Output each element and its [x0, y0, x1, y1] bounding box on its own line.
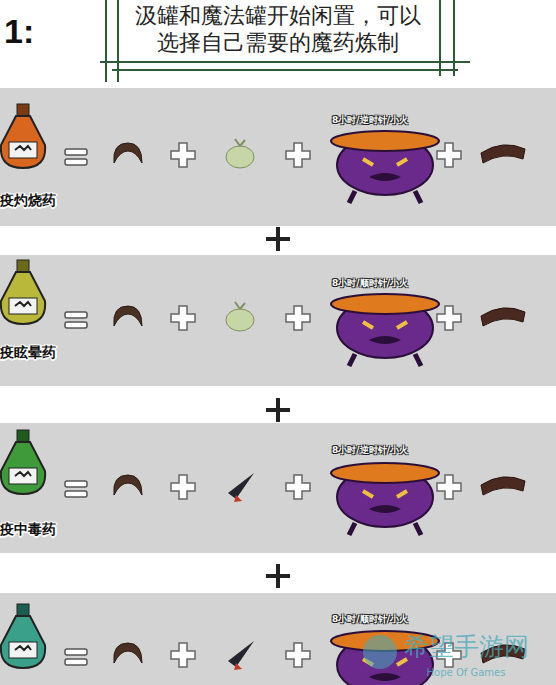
equals-sign	[65, 649, 87, 655]
potion-icon	[1, 104, 45, 168]
plus-sign	[286, 143, 310, 167]
equals-sign	[65, 481, 87, 487]
plus-sign	[437, 143, 461, 167]
row-band	[0, 88, 556, 226]
plus-sign	[171, 475, 195, 499]
plus-sign	[171, 643, 195, 667]
cauldron-icon	[331, 131, 439, 203]
bark-ingredient	[481, 308, 525, 326]
recipe-row	[1, 430, 525, 535]
cauldron-icon	[331, 294, 439, 366]
watermark-logo	[363, 635, 397, 669]
feather-ingredient	[114, 475, 142, 495]
row-band	[0, 423, 556, 553]
fang-ingredient	[228, 473, 254, 502]
row-plus	[266, 564, 290, 588]
equals-sign	[65, 159, 87, 165]
potion-name: 疫灼烧药	[0, 192, 56, 210]
heading-frame	[100, 0, 470, 82]
brew-setting: 8小时/顺时针/小火	[332, 277, 408, 290]
potion-icon	[1, 260, 45, 324]
recipe-row	[1, 104, 525, 203]
plus-sign	[171, 143, 195, 167]
potion-name: 疫中毒药	[0, 521, 56, 539]
herb-ingredient	[226, 302, 254, 331]
feather-ingredient	[114, 643, 142, 663]
note-text: 汲罐和魔法罐开始闲置，可以选择自己需要的魔药炼制	[128, 2, 428, 56]
bark-ingredient	[481, 145, 525, 163]
potion-icon	[1, 430, 45, 494]
brew-setting: 8小时/逆时针/小火	[332, 114, 408, 127]
recipe-row	[1, 260, 525, 366]
equals-sign	[65, 659, 87, 665]
note-box: 汲罐和魔法罐开始闲置，可以选择自己需要的魔药炼制	[122, 0, 434, 60]
feather-ingredient	[114, 306, 142, 326]
watermark: 希望手游网	[404, 630, 529, 663]
plus-sign	[286, 306, 310, 330]
equals-sign	[65, 322, 87, 328]
step-number: 1:	[4, 12, 34, 51]
equals-sign	[65, 491, 87, 497]
equals-sign	[65, 149, 87, 155]
plus-sign	[171, 306, 195, 330]
potion-icon	[1, 604, 45, 668]
plus-sign	[286, 475, 310, 499]
row-band	[0, 255, 556, 386]
brew-setting: 8小时/顺时针/小火	[332, 613, 408, 626]
herb-ingredient	[226, 139, 254, 168]
row-plus	[266, 227, 290, 251]
plus-sign	[286, 643, 310, 667]
plus-sign	[437, 306, 461, 330]
row-band	[0, 593, 556, 685]
row-plus	[266, 398, 290, 422]
watermark: Hope Of Games	[427, 667, 506, 678]
plus-sign	[437, 475, 461, 499]
fang-ingredient	[228, 641, 254, 670]
brew-setting: 8小时/逆时针/小火	[332, 444, 408, 457]
feather-ingredient	[114, 143, 142, 163]
bark-ingredient	[481, 477, 525, 495]
cauldron-icon	[331, 463, 439, 535]
equals-sign	[65, 312, 87, 318]
potion-name: 疫眩晕药	[0, 344, 56, 362]
